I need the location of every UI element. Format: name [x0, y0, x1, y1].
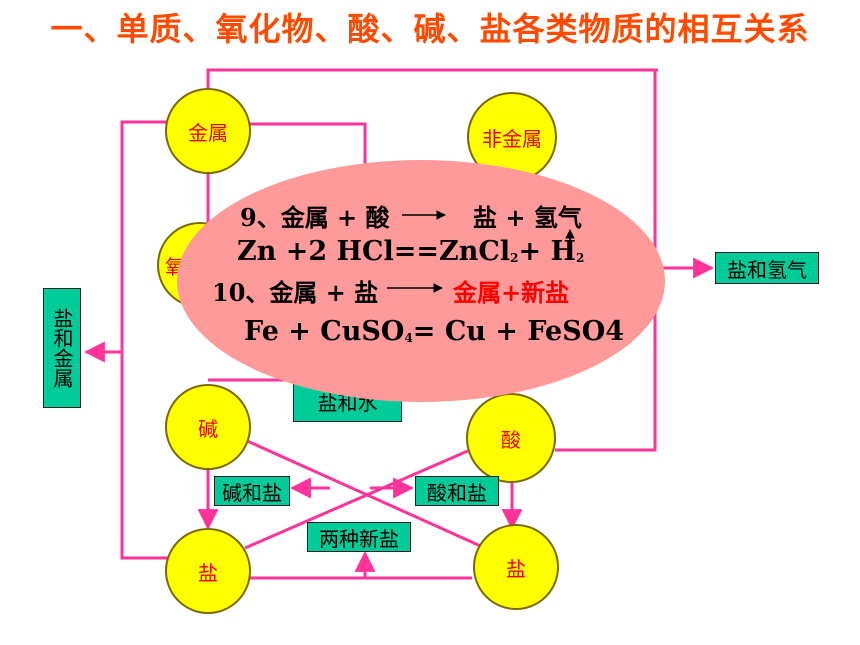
- reaction-9-reactants: 9、金属 + 酸: [240, 203, 390, 232]
- iron-equation-sub: 4: [404, 331, 413, 345]
- base-node: 碱: [165, 384, 251, 470]
- acid-and-salt-label: 酸和盐: [427, 480, 487, 505]
- two-new-salts-label: 两种新盐: [319, 526, 399, 551]
- bubble-arrows: [387, 210, 575, 293]
- salt-and-metal-box: 盐和金属: [43, 288, 81, 408]
- zinc-equation-line: Zn +2 HCl==ZnCl2+ H2: [237, 236, 584, 267]
- reaction-10-reactants: 10、金属 + 盐: [212, 278, 379, 307]
- reaction-10-products: 金属+新盐: [453, 273, 569, 308]
- salt-label-left: 盐: [198, 560, 218, 585]
- base-and-salt-box: 碱和盐: [214, 476, 290, 506]
- salt-and-hydrogen-label: 盐和氢气: [727, 257, 807, 282]
- acid-label: 酸: [501, 427, 521, 452]
- reaction-9-line: 9、金属 + 酸: [240, 198, 390, 233]
- zinc-equation-part-a: Zn +2 HCl==ZnCl: [237, 236, 511, 267]
- base-and-salt-label: 碱和盐: [222, 480, 282, 505]
- metal-label: 金属: [188, 120, 228, 145]
- metal-node: 金属: [165, 88, 251, 174]
- right-frame-line: [555, 70, 657, 452]
- iron-equation-line: Fe + CuSO4= Cu + FeSO4: [244, 316, 624, 347]
- salt-and-metal-label: 盐和金属: [50, 308, 74, 388]
- salt-node-left: 盐: [165, 528, 251, 614]
- two-new-salts-box: 两种新盐: [307, 522, 411, 552]
- top-frame-line: [206, 68, 658, 95]
- salt-and-hydrogen-box: 盐和氢气: [715, 252, 819, 284]
- zinc-equation-sub2: 2: [576, 251, 585, 265]
- left-frame-line: [120, 120, 168, 560]
- cross-line-acid-to-salt: [244, 448, 471, 550]
- reaction-9-products-text: 盐 + 氢气: [473, 203, 582, 232]
- reaction-10-line: 10、金属 + 盐: [212, 273, 378, 308]
- acid-and-salt-box: 酸和盐: [415, 476, 499, 506]
- page-title: 一、单质、氧化物、酸、碱、盐各类物质的相互关系: [50, 10, 810, 48]
- salt-label-right: 盐: [506, 556, 526, 581]
- cross-line-base-to-salt: [244, 438, 486, 550]
- acid-node: 酸: [466, 393, 556, 483]
- zinc-equation-sub1: 2: [510, 251, 519, 265]
- salt-node-right: 盐: [473, 524, 559, 610]
- reaction-10-products-text: 金属+新盐: [453, 278, 570, 307]
- base-label: 碱: [198, 416, 218, 441]
- reaction-bubble: 9、金属 + 酸 盐 + 氢气 Zn +2 HCl==ZnCl2+ H2 10、…: [177, 160, 665, 402]
- metal-inner-line: [250, 122, 367, 168]
- nonmetal-label: 非金属: [482, 126, 542, 151]
- iron-equation-part-a: Fe + CuSO: [244, 316, 405, 347]
- iron-equation-part-b: = Cu + FeSO4: [412, 316, 625, 347]
- zinc-equation-part-b: + H: [518, 236, 577, 267]
- reaction-9-products: 盐 + 氢气: [473, 198, 582, 233]
